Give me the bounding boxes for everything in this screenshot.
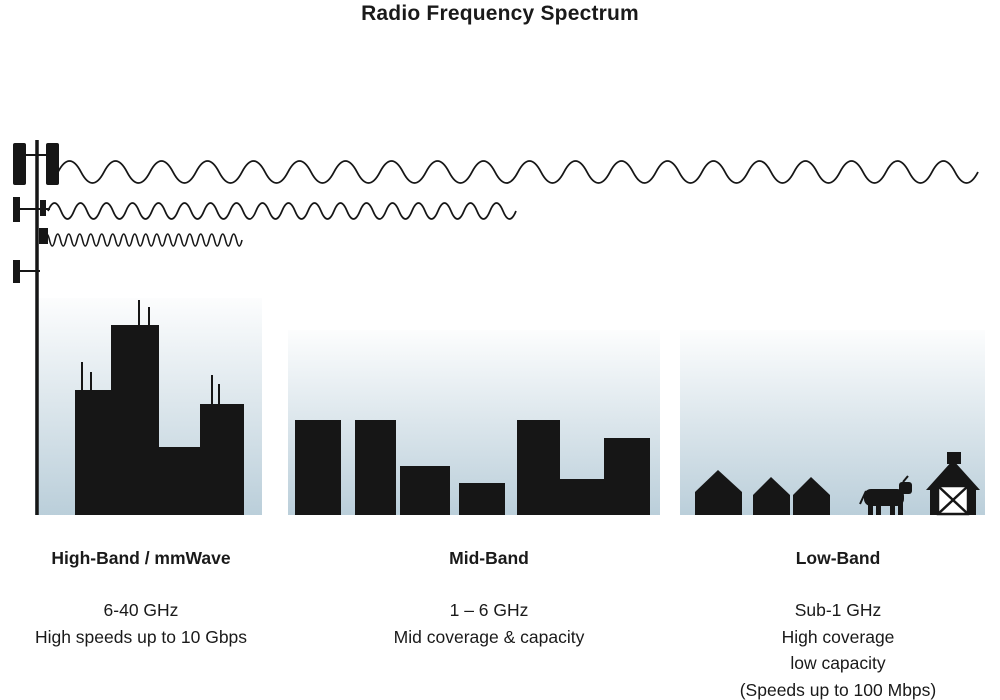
skyscraper — [200, 404, 244, 515]
barn-icon — [926, 452, 980, 516]
house-icon — [695, 470, 742, 515]
cow-icon — [859, 475, 912, 515]
cow-leg — [876, 502, 881, 515]
band-name-high: High-Band / mmWave — [51, 548, 231, 568]
rural-scene-group — [695, 452, 980, 516]
cow-leg — [868, 502, 873, 515]
band-frequency-high: 6-40 GHz — [103, 600, 179, 620]
antenna-drum — [39, 228, 48, 244]
band-detail-low: (Speeds up to 100 Mbps) — [739, 679, 937, 700]
skyscraper — [159, 447, 200, 515]
band-detail-low: low capacity — [790, 653, 886, 673]
cow-head — [899, 482, 912, 494]
barn-cupola — [947, 452, 961, 464]
cow-leg — [898, 502, 903, 515]
antenna-panel-right — [46, 143, 59, 185]
short-wavelength-wave — [43, 233, 243, 247]
cow-leg — [890, 502, 895, 515]
house-icon — [793, 477, 830, 515]
low-band-caption: Low-Band Sub-1 GHz High coverage low cap… — [688, 548, 988, 700]
antenna-panel-left — [13, 143, 26, 185]
antenna-stub-mid-left — [13, 197, 20, 222]
cow-body — [864, 489, 904, 506]
band-detail-mid: Mid coverage & capacity — [393, 626, 585, 647]
skyscraper — [111, 325, 159, 515]
cell-tower-icon — [13, 140, 59, 515]
barn-door-cross — [937, 485, 969, 515]
mid-rise-building — [295, 420, 341, 515]
antenna-stub-mid-right — [40, 200, 46, 216]
skyscrapers-group — [75, 300, 244, 515]
high-band-caption: High-Band / mmWave 6-40 GHz High speeds … — [18, 548, 264, 650]
mid-rise-building — [355, 420, 396, 515]
diagram-title: Radio Frequency Spectrum — [361, 2, 639, 25]
mid-rise-building — [459, 483, 505, 515]
house-icon — [753, 477, 790, 515]
cow-horn — [902, 475, 909, 483]
medium-wavelength-wave — [47, 202, 517, 220]
mid-rise-building — [560, 479, 604, 515]
mid-rise-building — [400, 466, 450, 515]
band-name-low: Low-Band — [795, 548, 881, 568]
spectrum-scene — [13, 140, 985, 516]
long-wavelength-wave — [57, 160, 979, 184]
band-frequency-mid: 1 – 6 GHz — [449, 600, 529, 620]
mid-band-caption: Mid-Band 1 – 6 GHz Mid coverage & capaci… — [338, 548, 640, 650]
cow-tail — [859, 490, 867, 505]
skyscraper — [75, 390, 111, 515]
band-name-mid: Mid-Band — [449, 548, 529, 568]
antenna-stub-low-left — [13, 260, 20, 283]
mid-rise-building — [517, 420, 560, 515]
mid-rise-building — [604, 438, 650, 515]
barn-roof — [926, 460, 980, 490]
band-detail-high: High speeds up to 10 Gbps — [34, 626, 248, 647]
band-detail-low: High coverage — [781, 626, 895, 647]
band-frequency-low: Sub-1 GHz — [794, 600, 882, 620]
mid-rise-buildings-group — [295, 420, 650, 515]
